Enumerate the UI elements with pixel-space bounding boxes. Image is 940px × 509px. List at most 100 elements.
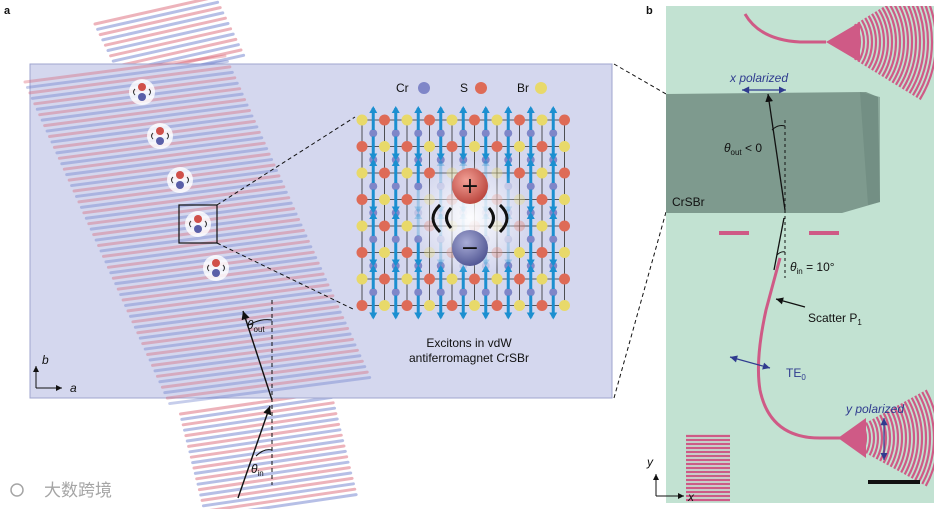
spin-arrowhead-icon xyxy=(526,265,535,272)
lattice-atom xyxy=(446,114,458,126)
lattice-cr-atom xyxy=(436,129,445,138)
axis-indicator-a: b a xyxy=(33,353,77,395)
grating-arc xyxy=(860,19,870,65)
incident-ray-arrow xyxy=(237,405,272,499)
grating-arc xyxy=(903,401,916,475)
exciton-electron xyxy=(138,93,146,101)
lattice-atom xyxy=(401,167,413,179)
spin-arrowhead-icon xyxy=(504,153,513,161)
wave-stripe-inner xyxy=(124,277,328,307)
bracket-left-inner xyxy=(445,206,453,230)
spin-arrowhead-icon xyxy=(526,153,535,161)
grating-arc xyxy=(888,6,902,82)
bracket-left-outer xyxy=(431,203,442,234)
spin-arrowhead-icon xyxy=(414,312,423,320)
lattice-atom xyxy=(379,141,390,152)
spin-arrowhead-icon xyxy=(414,159,423,166)
exciton-hole xyxy=(138,83,146,91)
lattice-caption-line2: antiferromagnet CrSBr xyxy=(409,351,529,365)
wave-stripe-bottom xyxy=(247,493,358,509)
wave-stripe-inner xyxy=(141,316,345,346)
lattice-atom xyxy=(356,194,368,205)
wave-stripe-inner xyxy=(143,321,347,351)
wave-stripe-top xyxy=(93,0,209,26)
exciton-bracket xyxy=(207,264,225,272)
lattice-atom xyxy=(424,300,435,311)
lattice-cr-atom xyxy=(414,129,423,138)
spin-arrowhead-icon xyxy=(391,206,400,214)
lattice-atom xyxy=(491,141,503,152)
grating-arc xyxy=(857,21,866,63)
spin-arrowhead-icon xyxy=(436,312,445,320)
lattice-cr-atom xyxy=(549,182,558,191)
spin-arrowhead-icon xyxy=(549,312,558,320)
wave-stripe-top xyxy=(106,22,230,52)
spin-arrowhead-icon xyxy=(526,212,535,219)
lattice-cr-atom xyxy=(391,235,400,244)
bracket-right-outer xyxy=(498,203,509,234)
exciton-bracket xyxy=(171,176,189,184)
grating-arc xyxy=(898,6,914,88)
legend-cr-dot xyxy=(418,82,430,94)
bracket-right-inner xyxy=(487,206,495,230)
grating-arc xyxy=(874,11,886,73)
grating-arc xyxy=(868,420,876,456)
watermark-logo xyxy=(10,483,24,497)
lattice-atom xyxy=(559,167,570,179)
spin-arrowhead-icon xyxy=(526,312,535,320)
wave-stripe-bottom xyxy=(209,487,357,509)
spin-arrowhead-icon xyxy=(436,159,445,166)
lattice-cr-atom xyxy=(391,288,400,297)
grating-arc xyxy=(896,404,908,472)
exciton-hole xyxy=(156,127,164,135)
theta-in-arc xyxy=(255,449,273,457)
lattice-atom xyxy=(401,273,413,285)
wave-stripe-top xyxy=(101,11,225,42)
lattice-cr-atom xyxy=(504,129,513,138)
theta-out-arc-b xyxy=(771,125,786,131)
exciton-bracket xyxy=(133,88,151,96)
wave-stripe-bottom xyxy=(195,455,349,481)
grating-arc xyxy=(921,391,934,485)
wave-stripe-inner xyxy=(126,283,330,313)
grating-arc xyxy=(891,6,906,84)
spin-arrowhead-icon xyxy=(549,212,558,219)
legend-br-label: Br xyxy=(517,81,529,95)
wave-stripe-inner xyxy=(160,359,364,389)
spin-arrowhead-icon xyxy=(526,159,535,166)
lattice-atom xyxy=(446,141,458,152)
exciton-halo xyxy=(147,123,173,149)
theta-in-label: θin xyxy=(251,462,264,478)
lattice-atom xyxy=(424,141,435,152)
grating-arc xyxy=(900,402,912,474)
flake-edge xyxy=(860,92,880,205)
spin-arrowhead-icon xyxy=(549,265,558,272)
grating-arc xyxy=(924,389,934,487)
grating-arc xyxy=(889,408,900,468)
main-waveguide xyxy=(756,257,840,440)
spin-arrowhead-icon xyxy=(481,312,490,320)
spin-arrowhead-icon xyxy=(481,153,490,161)
exciton-bracket xyxy=(189,220,207,228)
top-waveguide xyxy=(743,13,826,44)
grating-arc xyxy=(884,6,898,80)
wave-stripe-bottom xyxy=(197,466,351,492)
wave-stripe-inner xyxy=(153,343,357,373)
wave-stripe-bottom xyxy=(180,395,334,421)
wave-stripe-inner xyxy=(99,223,303,253)
lattice-cr-atom xyxy=(369,129,378,138)
wave-stripe-bottom xyxy=(200,476,354,502)
exciton-group xyxy=(129,79,229,281)
lattice-atom xyxy=(536,194,548,205)
legend-s-label: S xyxy=(460,81,468,95)
watermark-text: 大数跨境 xyxy=(44,481,112,501)
lattice-atom xyxy=(559,141,570,152)
lattice-caption-line1: Excitons in vdW xyxy=(426,336,512,350)
wave-stripe-top xyxy=(96,0,220,31)
spin-arrowhead-icon xyxy=(414,259,423,267)
lattice-atom xyxy=(536,247,548,258)
axis-indicator-b: y x xyxy=(646,455,695,504)
wave-stripe-bottom xyxy=(196,460,350,486)
spin-arrowhead-icon xyxy=(369,106,378,113)
exciton-electron xyxy=(212,269,220,277)
